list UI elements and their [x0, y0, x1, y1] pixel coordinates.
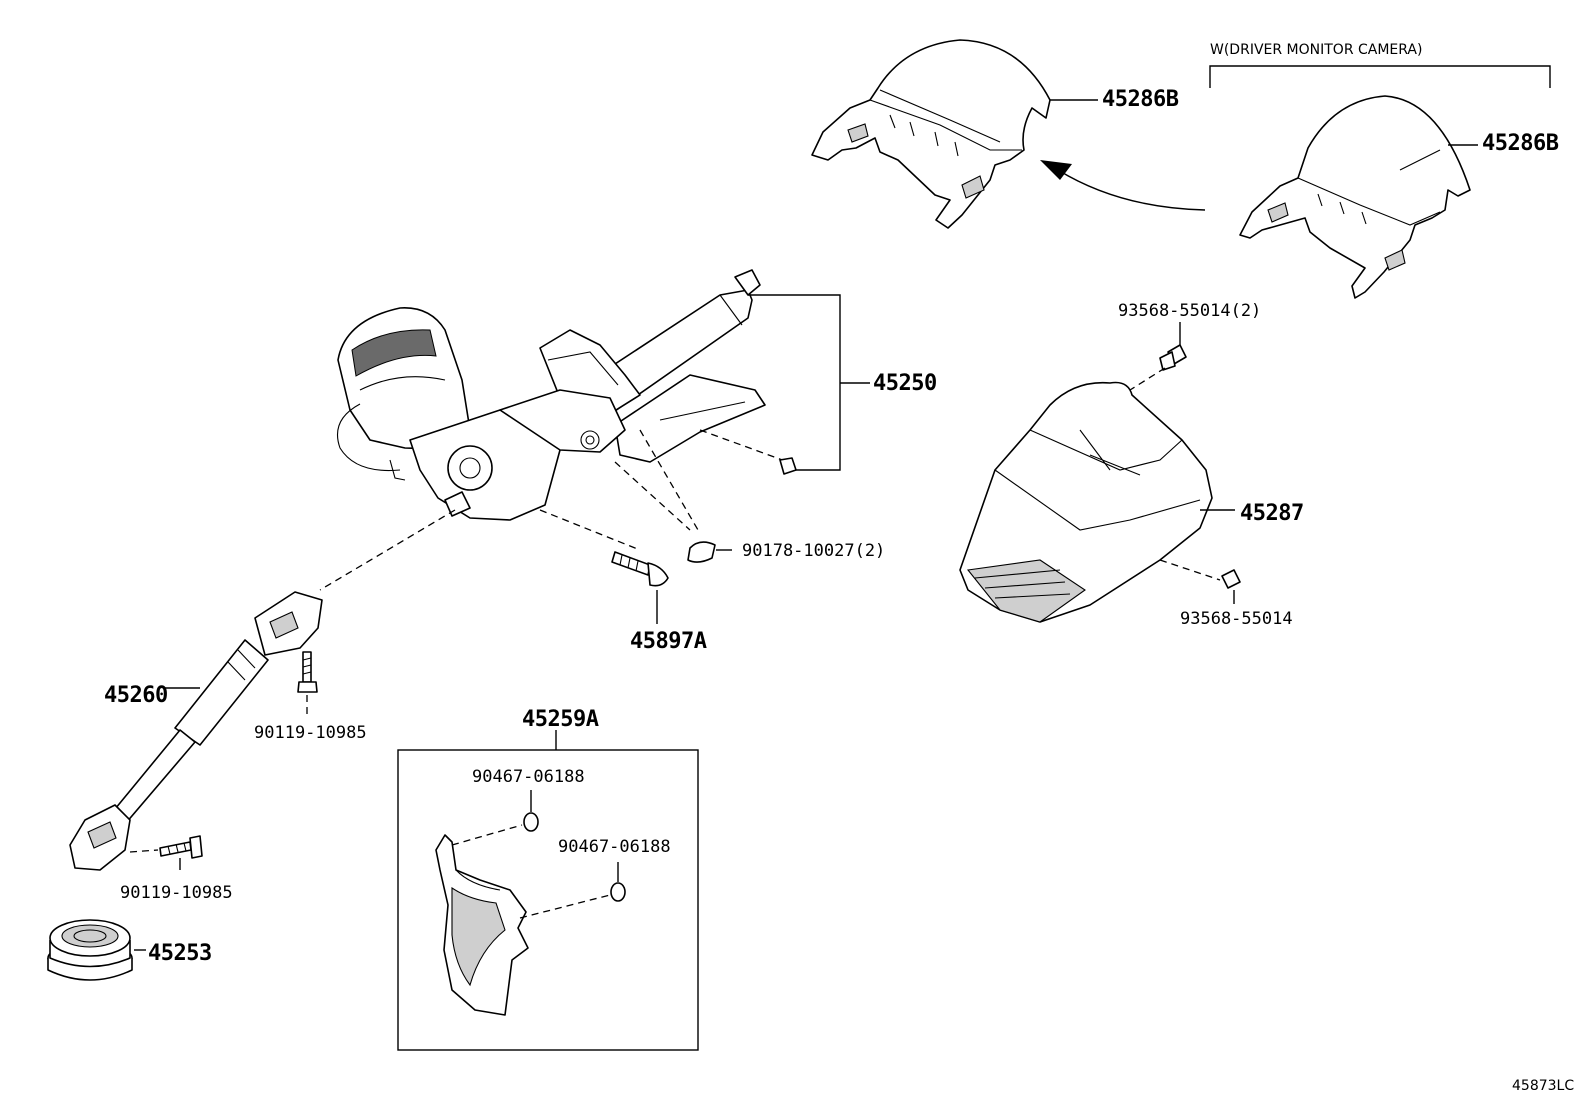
label-93568-55014-2: 93568-55014(2)	[1118, 301, 1261, 321]
label-45253: 45253	[148, 941, 212, 966]
bolt-90119-upper-part	[297, 651, 318, 714]
label-90178-10027-2: 90178-10027(2)	[742, 541, 885, 561]
label-90119-10985-upper: 90119-10985	[254, 723, 367, 743]
bolt-90119-lower-part	[129, 835, 203, 870]
variant-bracket	[1209, 65, 1551, 88]
label-45259a: 45259A	[522, 707, 599, 732]
screw-93568-pair-part	[1129, 322, 1187, 391]
column-leaders	[319, 294, 870, 591]
label-90467-06188-left: 90467-06188	[472, 767, 585, 787]
label-45287: 45287	[1240, 501, 1304, 526]
label-93568-55014: 93568-55014	[1180, 609, 1293, 629]
label-45260: 45260	[104, 683, 168, 708]
boot-45253-part	[47, 919, 146, 981]
group-45259a-box	[397, 730, 699, 1051]
variant-arrow	[1040, 160, 1206, 211]
intermediate-shaft-part	[69, 591, 323, 871]
variant-note: W(DRIVER MONITOR CAMERA)	[1210, 42, 1422, 58]
label-90467-06188-right: 90467-06188	[558, 837, 671, 857]
steering-column-assembly-part	[336, 269, 766, 521]
label-90119-10985-lower: 90119-10985	[120, 883, 233, 903]
label-45250: 45250	[873, 371, 937, 396]
nut-90178-part	[687, 541, 732, 563]
bracket-bolt-part	[779, 457, 797, 475]
label-45286b-top: 45286B	[1102, 87, 1179, 112]
label-45286b-right: 45286B	[1482, 131, 1559, 156]
bolt-45897a-part	[611, 551, 669, 624]
upper-column-cover-camera-part	[1239, 95, 1471, 299]
upper-column-cover-part	[811, 39, 1051, 229]
screw-93568-single-part	[1221, 569, 1241, 604]
figure-code: 45873LC	[1512, 1078, 1574, 1094]
label-45897a: 45897A	[630, 629, 707, 654]
lower-column-cover-part	[959, 381, 1235, 623]
